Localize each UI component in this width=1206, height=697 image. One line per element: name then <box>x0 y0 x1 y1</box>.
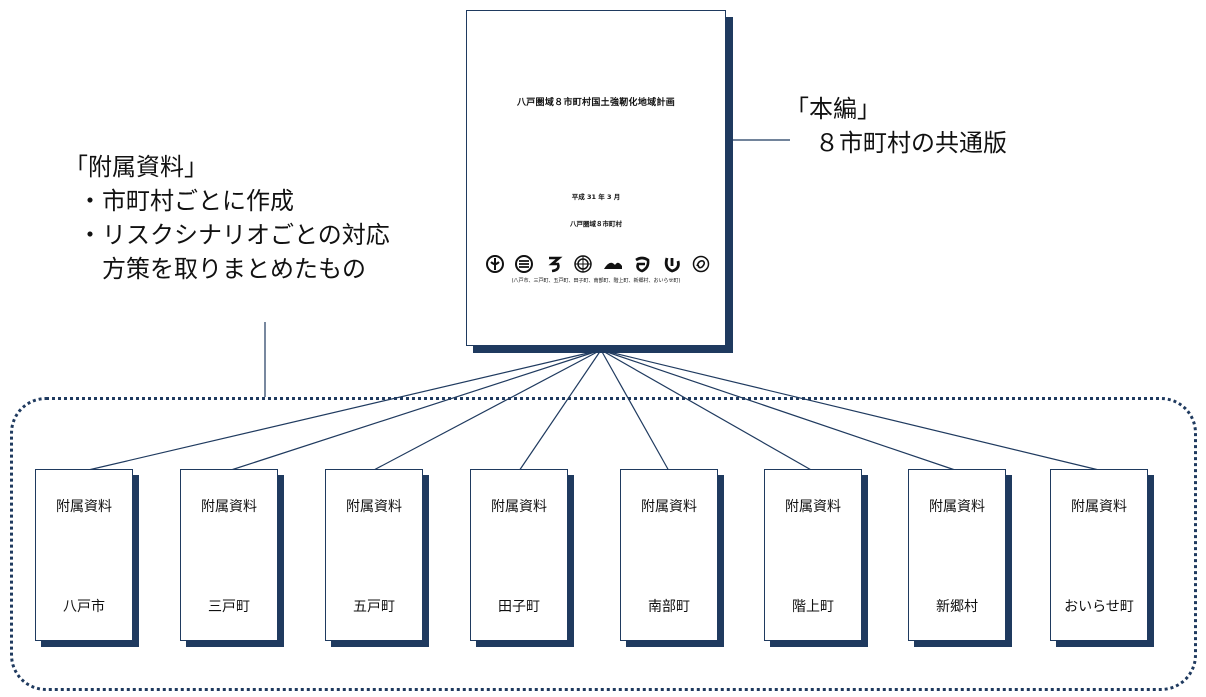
connector-line <box>600 349 1104 472</box>
gonohe-emblem-icon <box>548 256 563 273</box>
hashikami-emblem-icon <box>635 256 650 273</box>
annex-group-boundary <box>10 397 1197 691</box>
annex-municipality: 八戸市 <box>63 599 105 615</box>
connector-line <box>600 349 959 472</box>
main-callout-title: 「本編」 <box>785 95 881 123</box>
connector-line <box>600 349 814 472</box>
annex-municipality: 三戸町 <box>208 599 250 615</box>
annex-municipality: 南部町 <box>648 599 690 615</box>
annex-label: 附属資料 <box>346 499 402 515</box>
main-callout: 「本編」 ８市町村の共通版 <box>785 92 1007 160</box>
annex-callout: 「附属資料」 ・市町村ごとに作成 ・リスクシナリオごとの対応 方策を取りまとめた… <box>64 150 390 286</box>
annex-document-sannohe: 附属資料 三戸町 <box>180 469 278 641</box>
shingo-emblem-icon <box>664 257 680 273</box>
main-plan-date: 平成 31 年 3 月 <box>571 193 621 201</box>
annex-label: 附属資料 <box>491 499 547 515</box>
sannohe-emblem-icon <box>515 255 534 273</box>
municipal-emblems <box>485 254 711 274</box>
emblem-caption: (八戸市、三戸町、五戸町、田子町、南部町、階上町、新郷村、おいらせ町) <box>511 278 681 284</box>
nanbu-emblem-icon <box>603 262 622 269</box>
main-callout-desc: ８市町村の共通版 <box>815 129 1007 157</box>
annex-document-hachinohe: 附属資料 八戸市 <box>35 469 133 641</box>
connector-line <box>600 349 670 472</box>
main-plan-document: 八戸圏域８市町村国土強靭化地域計画 平成 31 年 3 月 八戸圏域８市町村 (… <box>466 10 726 346</box>
takko-emblem-icon <box>574 255 593 273</box>
annex-document-nanbu: 附属資料 南部町 <box>620 469 718 641</box>
annex-municipality: 新郷村 <box>936 599 978 615</box>
annex-label: 附属資料 <box>929 499 985 515</box>
annex-label: 附属資料 <box>56 499 112 515</box>
annex-document-takko: 附属資料 田子町 <box>470 469 568 641</box>
annex-label: 附属資料 <box>641 499 697 515</box>
main-plan-issuer: 八戸圏域８市町村 <box>570 220 622 228</box>
annex-municipality: 田子町 <box>498 599 540 615</box>
annex-callout-bullet-1: ・市町村ごとに作成 <box>78 187 294 215</box>
annex-label: 附属資料 <box>785 499 841 515</box>
hachinohe-emblem-icon <box>486 255 504 273</box>
annex-callout-bullet-2: ・リスクシナリオごとの対応 <box>78 221 390 249</box>
connector-line <box>227 349 602 472</box>
annex-document-oirase: 附属資料 おいらせ町 <box>1050 469 1148 641</box>
annex-municipality: おいらせ町 <box>1064 599 1134 615</box>
annex-municipality: 五戸町 <box>353 599 395 615</box>
annex-municipality: 階上町 <box>792 599 834 615</box>
annex-document-gonohe: 附属資料 五戸町 <box>325 469 423 641</box>
annex-document-hashikami: 附属資料 階上町 <box>764 469 862 641</box>
annex-document-shingo: 附属資料 新郷村 <box>908 469 1006 641</box>
oirase-emblem-icon <box>692 255 710 273</box>
annex-callout-bullet-2-cont: 方策を取りまとめたもの <box>102 255 366 283</box>
connector-line <box>83 349 602 472</box>
connector-line <box>518 349 602 472</box>
annex-callout-title: 「附属資料」 <box>64 153 208 181</box>
connector-line <box>371 349 602 472</box>
main-plan-title: 八戸圏域８市町村国土強靭化地域計画 <box>516 98 676 108</box>
annex-label: 附属資料 <box>201 499 257 515</box>
annex-label: 附属資料 <box>1071 499 1127 515</box>
